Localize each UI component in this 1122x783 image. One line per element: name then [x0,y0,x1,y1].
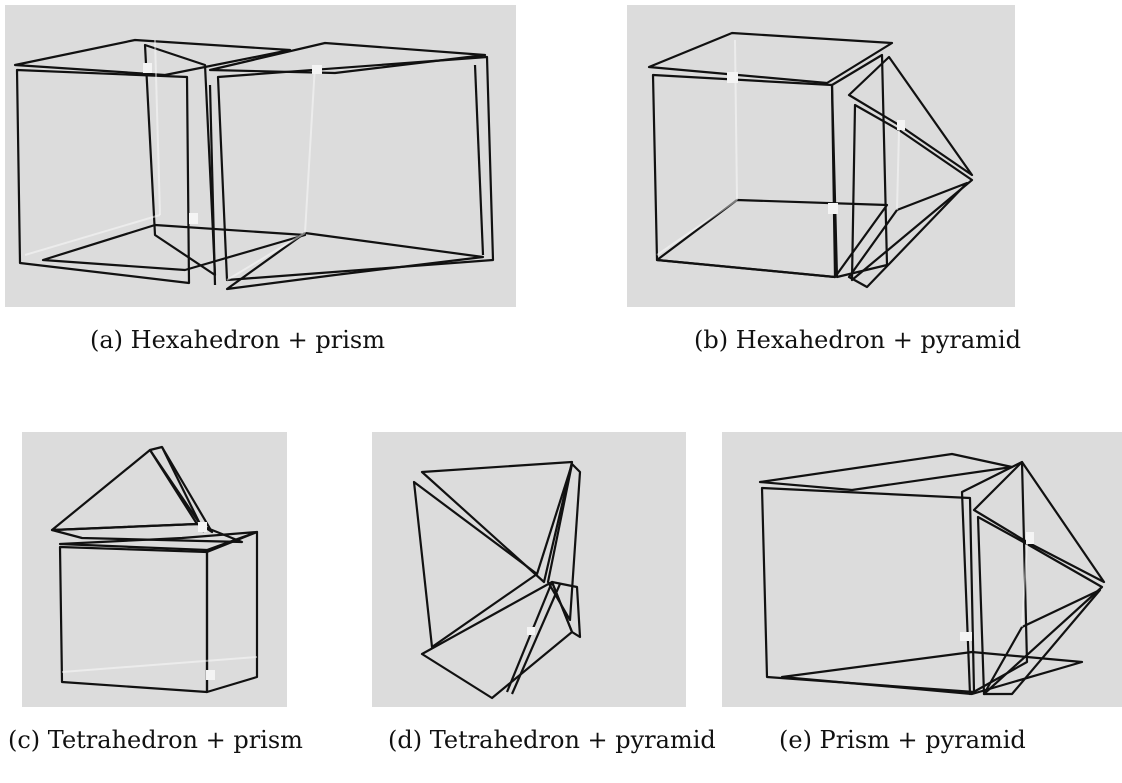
prism-pyramid-render [758,452,1106,696]
prism-bottom-face [225,231,485,291]
prism-side-face [205,530,259,694]
hexahedron-top-face [647,31,894,85]
figure-d-image [372,432,686,707]
hexahedron-bottom-face [655,198,889,279]
figure-e-image [722,432,1122,707]
prism-side-face [960,460,1029,696]
hexahedron-pyramid-render [647,31,974,289]
prism-top-face [758,452,1014,492]
figure-c-image [22,432,287,707]
caption-d: (d) Tetrahedron + pyramid [388,726,716,754]
pyramid-side-face [550,580,582,639]
tetrahedron-right-face [148,445,214,534]
caption-a: (a) Hexahedron + prism [90,326,385,354]
figure-a-image [5,5,516,307]
tetrahedron-side-face [546,462,582,622]
figure-b-image [627,5,1015,307]
caption-b: (b) Hexahedron + pyramid [694,326,1021,354]
pyramid-front-face [420,580,574,700]
hexahedron-bottom-face [41,223,307,272]
prism-top-edge [58,530,259,552]
tetrahedron-prism-render [50,445,259,694]
hexahedron-prism-render [13,38,495,291]
hexahedron-front-face [15,68,191,285]
prism-bottom-face [780,650,1084,696]
tetrahedron-left-face [50,448,199,532]
pyramid-upper-face [972,460,1106,584]
hexahedron-front-face [651,73,837,279]
hexahedron-top-face [13,38,292,77]
pyramid-front-face [976,515,1104,696]
tetrahedron-base-face [50,522,244,544]
prism-front-face [216,55,495,282]
caption-e: (e) Prism + pyramid [779,726,1026,754]
tetrahedron-pyramid-render [412,460,582,700]
pyramid-front-face [850,103,974,282]
pyramid-lower-face [982,588,1102,696]
prism-front-face [760,486,976,694]
tetrahedron-front-face [412,480,539,649]
tetrahedron-back-face [420,460,574,584]
pyramid-upper-face [847,55,974,177]
caption-c: (c) Tetrahedron + prism [8,726,303,754]
pyramid-lower-face [847,181,969,289]
